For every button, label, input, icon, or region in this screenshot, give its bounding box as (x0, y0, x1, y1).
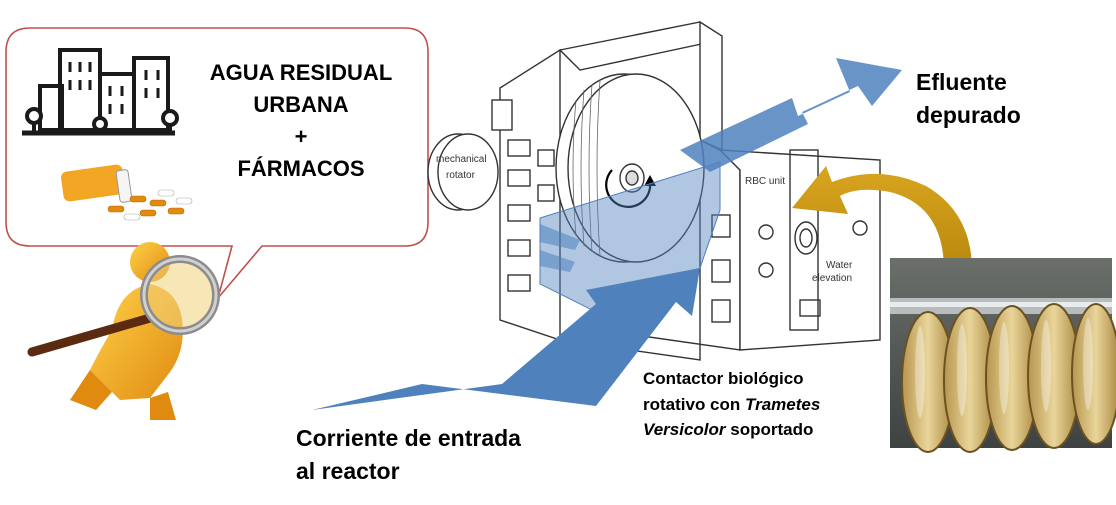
outlet-label-line1: Efluente (916, 69, 1007, 95)
bubble-text-block: AGUA RESIDUAL URBANA + FÁRMACOS (192, 57, 410, 185)
plus-sign: + (294, 123, 308, 149)
gold-curved-arrow (792, 166, 973, 276)
water-elevation-label-2: elevation (812, 273, 852, 284)
water-elevation-label-1: Water (826, 260, 853, 271)
inlet-label-line1: Corriente de entrada (296, 425, 521, 451)
mechanical-rotator-label-2: rotator (446, 170, 476, 181)
pill-bottle-icon (60, 164, 193, 221)
inlet-label-line2: al reactor (296, 458, 400, 485)
city-buildings-icon (22, 48, 179, 136)
outlet-label-line2: depurado (916, 102, 1021, 129)
contactor-label-line2: rotativo con Trametes (643, 394, 821, 414)
mechanical-rotator-label-1: mechanical (436, 154, 487, 165)
rbc-reactor-drawing (427, 20, 881, 361)
person-magnifier-icon (27, 242, 220, 420)
contactor-label: Contactor biológico rotativo con Tramete… (643, 366, 820, 443)
rbc-photo (890, 258, 1116, 453)
inlet-arrow (312, 268, 700, 410)
wastewater-label-line2: URBANA (253, 91, 349, 117)
rbc-unit-label: RBC unit (745, 176, 785, 187)
outlet-label: Efluente depurado (916, 66, 1021, 133)
trametes-italic: Trametes (745, 394, 821, 414)
pharmaceuticals-label: FÁRMACOS (237, 155, 365, 181)
contactor-label-line1: Contactor biológico (643, 369, 804, 388)
versicolor-italic: Versicolor (643, 420, 726, 439)
wastewater-label-line1: AGUA RESIDUAL (209, 60, 393, 85)
contactor-label-line3: Versicolor soportado (643, 420, 814, 439)
inlet-label: Corriente de entrada al reactor (296, 422, 521, 489)
outlet-arrow (680, 58, 902, 172)
